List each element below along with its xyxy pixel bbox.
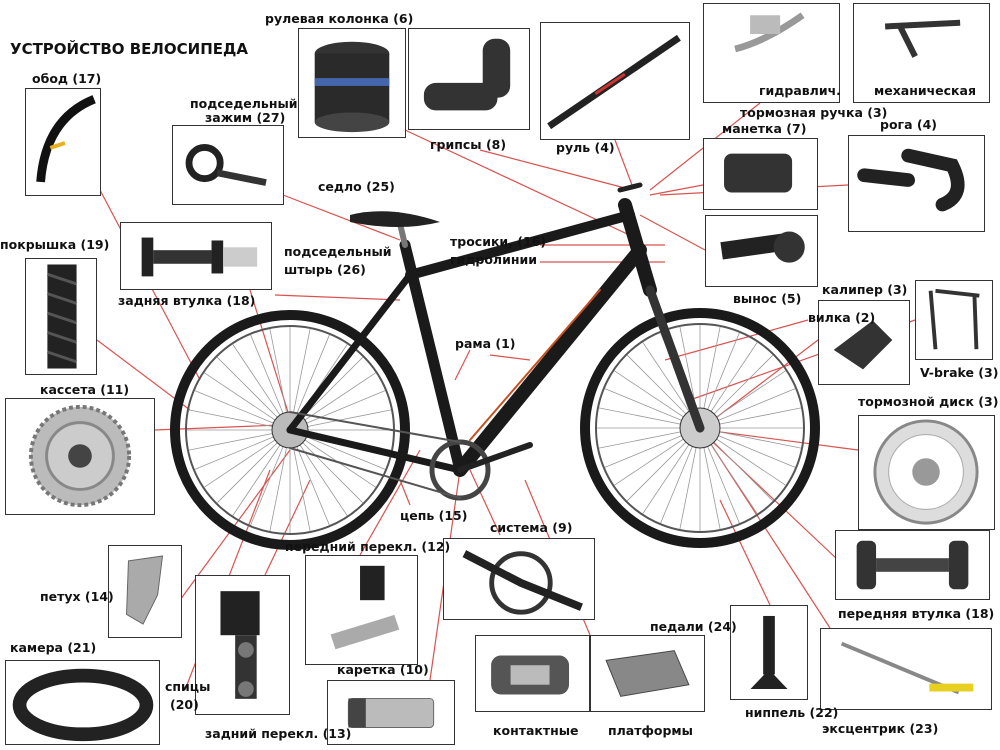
label-grips: грипсы (8) [430,137,507,152]
label-spokes-line1: спицы [165,679,211,694]
handlebar-image [540,22,690,140]
rear-hub-image [120,222,272,290]
label-clipless-pedals: контактные [493,723,579,738]
diagram-title: УСТРОЙСТВО ВЕЛОСИПЕДА [10,40,248,58]
label-handlebar: руль (4) [556,140,615,155]
label-chain: цепь (15) [400,508,468,523]
label-hanger: петух (14) [40,589,114,604]
rear-derailleur-image [195,575,290,715]
label-tube: камера (21) [10,640,97,655]
label-frame: рама (1) [455,336,516,351]
label-seatpost-line2: штырь (26) [284,262,366,277]
label-rear-derailleur: задний перекл. (13) [205,726,352,741]
inner-tube-image [5,660,160,745]
label-bottom-bracket: каретка (10) [337,662,429,677]
label-seat-clamp-line2: зажим (27) [205,110,286,125]
mechanical-lever-box: механическая [853,3,990,103]
label-brake-disc: тормозной диск (3) [858,394,999,409]
label-cables-line2: гидролинии [450,252,537,267]
label-vbrake: V-brake (3) [920,365,999,380]
label-saddle: седло (25) [318,179,395,194]
label-rim: обод (17) [32,71,102,86]
label-brake-lever: тормозная ручка (3) [740,105,888,120]
bottom-bracket-image [327,680,455,745]
hydraulic-lever-box: гидравлич. [703,3,841,103]
label-seat-clamp-line1: подседельный [190,96,298,111]
rim-image [25,88,101,196]
label-fork: вилка (2) [808,310,876,325]
front-derailleur-image [305,555,418,665]
caliper-image [818,300,910,385]
label-headset: рулевая колонка (6) [265,11,414,26]
brake-disc-image [858,415,995,530]
label-caliper: калипер (3) [822,282,908,297]
label-quick-release: эксцентрик (23) [822,721,939,736]
clipless-pedal-image [475,635,590,712]
valve-image [730,605,808,700]
label-cassette: кассета (11) [40,382,130,397]
lever-mechanical-label: механическая [874,83,977,98]
label-platform-pedals: платформы [608,723,693,738]
derailleur-hanger-image [108,545,182,638]
front-hub-image [835,530,990,600]
platform-pedal-image [590,635,705,712]
label-front-hub: передняя втулка (18) [838,606,995,621]
bar-ends-image [848,135,985,232]
label-pedals: педали (24) [650,619,737,634]
crankset-image [443,538,595,620]
grips-image [408,28,530,130]
shifter-image [703,138,818,210]
tire-image [25,258,97,375]
vbrake-image [915,280,993,360]
stem-image [705,215,818,287]
label-tire: покрышка (19) [0,237,110,252]
label-shifter: манетка (7) [722,121,807,136]
label-crankset: система (9) [490,520,573,535]
seat-clamp-image [172,125,284,205]
lever-hydraulic-label: гидравлич. [759,83,841,98]
label-seatpost-line1: подседельный [284,244,392,259]
label-rear-hub: задняя втулка (18) [118,293,256,308]
label-cables-line1: тросики, (16) [450,234,547,249]
label-stem: вынос (5) [733,291,802,306]
frame [286,182,705,501]
cassette-image [5,398,155,515]
label-front-derailleur: передний перекл. (12) [285,539,451,554]
headset-image [298,28,406,138]
label-spokes-line2: (20) [170,697,199,712]
label-valve: ниппель (22) [745,705,839,720]
rear-wheel [170,310,410,550]
label-bar-ends: рога (4) [880,117,937,132]
quick-release-image [820,628,992,710]
